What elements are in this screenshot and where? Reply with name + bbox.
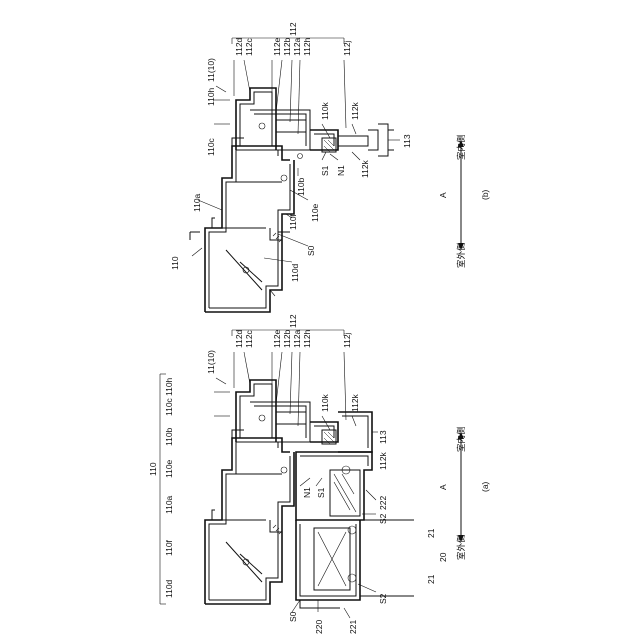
label-b-112k: 112k [350,101,360,120]
labels-a: 110 110d 110f 110a 110e 110b 110c 110h 1… [148,314,490,634]
label-a-112k-2: 112k [378,451,388,470]
label-b-s0: S0 [306,245,316,256]
direction-b-inside: 室内側 [456,134,466,160]
label-b-n1: N1 [336,165,346,176]
label-a-112d: 112d [234,329,244,348]
caption-b: (b) [480,189,490,200]
label-b-113: 113 [402,134,412,148]
label-a-s1: S1 [316,487,326,498]
label-a-110f: 110f [164,539,174,556]
label-a-s0: S0 [288,611,298,622]
label-b-112b: 112b [282,37,292,56]
frame-110-section-b [190,138,294,312]
label-b-112e: 112e [272,37,282,56]
label-a-110: 110 [148,462,158,476]
label-a-110c: 110c [164,397,174,416]
label-b-112: 112 [288,22,298,36]
label-a-112j: 112j [342,332,352,348]
label-a-20: 20 [438,552,448,562]
frame-110-section-a [205,430,294,604]
label-a-113: 113 [378,430,388,444]
label-a-112c: 112c [244,329,254,348]
label-a-110e: 110e [164,459,174,478]
label-a-n1: N1 [302,487,312,498]
label-a-220: 220 [314,620,324,634]
label-b-110b: 110b [296,177,306,196]
label-b-110h: 110h [206,87,216,106]
label-a-112k: 112k [350,393,360,412]
label-b-110k: 110k [320,101,330,120]
label-b-110d: 110d [290,263,300,282]
label-b-112k-2: 112k [360,159,370,178]
label-a-21-upper: 21 [426,528,436,538]
label-b-11: 11(10) [206,58,216,82]
label-a-110a: 110a [164,495,174,514]
label-b-112h: 112h [302,37,312,56]
direction-b-outside: 室外側 [456,242,466,268]
label-b-110f: 110f [288,213,298,230]
label-a-s2-lower: S2 [378,593,388,604]
label-b-112j: 112j [342,40,352,56]
figure-a: 110 110d 110f 110a 110e 110b 110c 110h 1… [148,314,490,634]
direction-a-inside: 室内側 [456,426,466,452]
label-a-11: 11(10) [206,350,216,374]
label-b-110: 110 [170,256,180,270]
label-b-112d: 112d [234,37,244,56]
label-b-112c: 112c [244,37,254,56]
label-a-110h: 110h [164,377,174,396]
label-a-110d: 110d [164,579,174,598]
label-a-112e: 112e [272,329,282,348]
label-b-112a: 112a [292,37,302,56]
caption-a: (a) [480,481,490,492]
label-a-112h: 112h [302,329,312,348]
direction-b-marker: A [438,192,448,198]
direction-a-marker: A [438,484,448,490]
label-a-112a: 112a [292,329,302,348]
label-a-112: 112 [288,314,298,328]
frame-112-section-a [236,380,372,452]
label-a-s2-upper: S2 [378,513,388,524]
figure-b: 110 110a 110c 110h 11(10) 112d 112c 112e… [170,22,490,312]
label-a-222: 222 [378,496,388,510]
direction-a-outside: 室外側 [456,534,466,560]
sash-20-section-a [296,452,414,608]
label-b-s1: S1 [320,165,330,176]
label-a-110k: 110k [320,393,330,412]
label-a-221: 221 [348,620,358,634]
label-b-110c: 110c [206,137,216,156]
label-b-110e: 110e [310,203,320,222]
label-b-110a: 110a [192,193,202,212]
frame-112-section-b [236,88,394,159]
label-a-112b: 112b [282,329,292,348]
label-a-21-lower: 21 [426,574,436,584]
label-a-110b: 110b [164,427,174,446]
